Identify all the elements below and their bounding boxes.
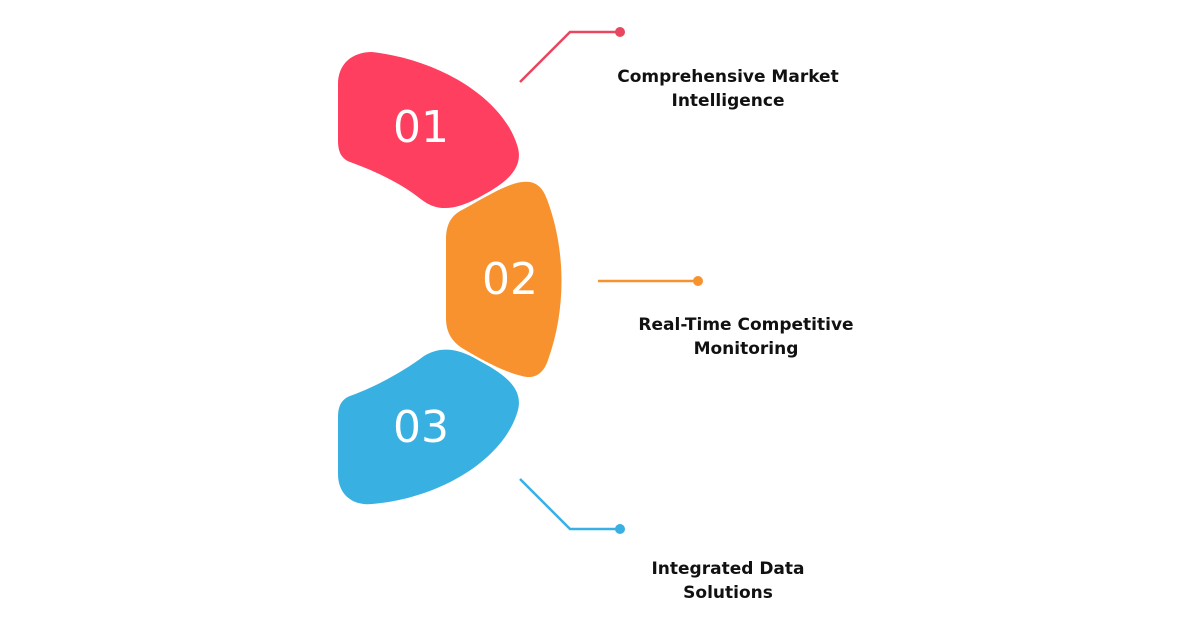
item-label-01: Comprehensive Market Intelligence <box>617 67 839 111</box>
connector-line-01 <box>519 30 620 83</box>
connector-dot-01 <box>615 27 625 37</box>
connector-dot-03 <box>615 524 625 534</box>
item-label-02: Real-Time Competitive Monitoring <box>638 315 854 359</box>
connector-dot-02 <box>693 276 703 286</box>
connector-line-03 <box>519 478 620 531</box>
segment-number-01: 01 <box>393 102 449 153</box>
segment-number-03: 03 <box>393 402 449 453</box>
segment-01 <box>338 52 519 209</box>
segment-02 <box>446 181 562 378</box>
segment-number-02: 02 <box>482 254 538 305</box>
item-label-03: Integrated Data Solutions <box>651 559 805 603</box>
segment-03 <box>338 349 519 505</box>
